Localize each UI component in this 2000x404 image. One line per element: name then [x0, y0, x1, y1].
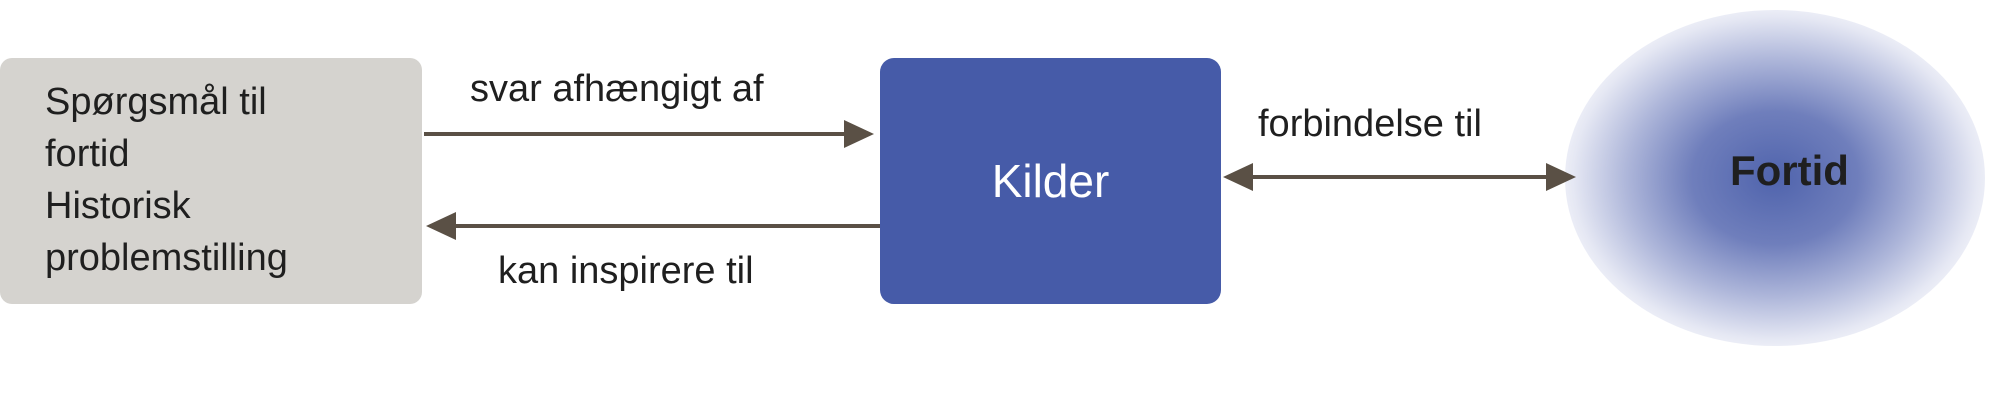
- questions-line-2: fortid: [45, 133, 130, 175]
- sources-box: Kilder: [880, 58, 1221, 304]
- edge-label-connection-to: forbindelse til: [1258, 103, 1482, 145]
- past-label: Fortid: [1730, 147, 1849, 194]
- edge-label-can-inspire: kan inspirere til: [498, 250, 754, 292]
- arrowhead-to-sources-right: [1223, 163, 1253, 191]
- arrowhead-to-questions: [426, 212, 456, 240]
- arrowhead-to-sources: [844, 120, 874, 148]
- arrowhead-to-past: [1546, 163, 1576, 191]
- sources-label: Kilder: [991, 155, 1110, 207]
- questions-line-4: problemstilling: [45, 237, 288, 279]
- questions-box: Spørgsmål til fortid Historisk problemst…: [0, 58, 422, 304]
- questions-line-3: Historisk: [45, 185, 191, 227]
- past-blob: [1565, 10, 1985, 346]
- edge-label-answers-depend-on: svar afhængigt af: [470, 68, 764, 110]
- questions-line-1: Spørgsmål til: [45, 81, 267, 123]
